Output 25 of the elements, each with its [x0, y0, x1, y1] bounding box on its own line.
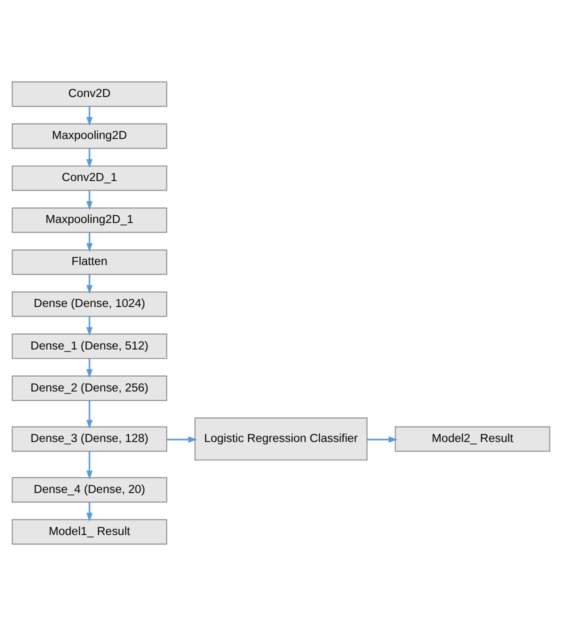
arrow [166, 436, 198, 442]
arrow [86, 274, 93, 294]
node-box: Dense_2 (Dense, 256) [12, 375, 168, 400]
node-box: Model1_ Result [12, 518, 168, 544]
node-box: Dense_1 (Dense, 512) [12, 333, 168, 358]
arrow [86, 106, 93, 126]
arrow [86, 400, 93, 428]
arrow [86, 148, 93, 168]
node-box: Model2_ Result [394, 426, 550, 452]
arrow [86, 316, 93, 336]
node-box: Maxpooling2D [12, 122, 168, 148]
arrow [86, 450, 93, 480]
arrow [86, 502, 93, 522]
arrow [86, 232, 93, 252]
node-box: Flatten [12, 248, 168, 274]
arrow [86, 190, 93, 210]
node-box: Dense_3 (Dense, 128) [12, 426, 168, 452]
node-box: Conv2D_1 [12, 164, 168, 190]
node-box: Conv2D [12, 80, 168, 106]
node-box: Maxpooling2D_1 [12, 206, 168, 232]
node-box: Dense (Dense, 1024) [12, 291, 168, 316]
arrow [86, 358, 93, 378]
arrow [367, 436, 398, 442]
node-box: Logistic Regression Classifier [194, 417, 368, 460]
node-box: Dense_4 (Dense, 20) [12, 476, 168, 502]
